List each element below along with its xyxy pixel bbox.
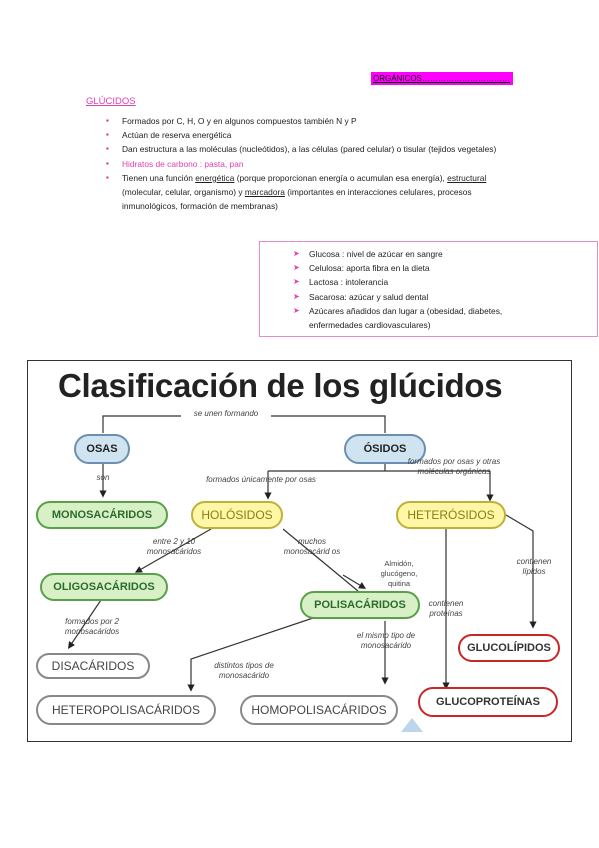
node-osidos: ÓSIDOS xyxy=(344,434,426,464)
text-segment: (molecular, celular, organismo) y xyxy=(122,187,245,198)
node-holosidos: HOLÓSIDOS xyxy=(191,501,283,529)
node-heterosidos: HETERÓSIDOS xyxy=(396,501,506,529)
label-formados-otras: formados por osas y otras moléculas orgá… xyxy=(407,457,501,476)
label-contienen-proteinas: contienen proteínas xyxy=(428,599,464,618)
label-ejemplos: Almidón, glucógeno, quitina xyxy=(380,559,418,588)
list-item: Glucosa : nivel de azúcar en sangre xyxy=(293,247,553,261)
node-disacaridos: DISACÁRIDOS xyxy=(36,653,150,679)
label-son: son xyxy=(96,473,110,482)
node-polisacaridos: POLISACÁRIDOS xyxy=(300,591,420,619)
list-item: Azúcares añadidos dan lugar a (obesidad,… xyxy=(293,304,553,332)
header-highlight: ORGÁNICOS…………………………… xyxy=(371,72,513,85)
keyword: estructural xyxy=(447,172,487,183)
diagram-title: Clasificación de los glúcidos xyxy=(58,367,503,404)
section-title: GLÚCIDOS xyxy=(86,96,136,107)
label-muchos: muchos monosacárid os xyxy=(283,537,341,556)
label-formados-osas: formados únicamente por osas xyxy=(206,475,316,484)
text-segment: (porque proporcionan energía o acumulan … xyxy=(234,172,448,183)
node-osas: OSAS xyxy=(74,434,130,464)
node-homopolisacaridos: HOMOPOLISACÁRIDOS xyxy=(240,695,398,725)
keyword: energética xyxy=(195,172,235,183)
examples-list: Glucosa : nivel de azúcar en sangre Celu… xyxy=(293,247,553,332)
node-heteropolisacaridos: HETEROPOLISACÁRIDOS xyxy=(36,695,216,725)
list-item: Celulosa: aporta fibra en la dieta xyxy=(293,261,553,275)
label-contienen-lipidos: contienen lípidos xyxy=(516,557,552,576)
label-se-unen: se unen formando xyxy=(181,409,271,419)
list-item: Lactosa : intolerancia xyxy=(293,275,553,289)
keyword: marcadora xyxy=(244,187,285,198)
node-glucoproteinas: GLUCOPROTEÍNAS xyxy=(418,687,558,717)
node-monosacaridos: MONOSACÁRIDOS xyxy=(36,501,168,529)
text-segment: (importantes en interacciones celulares,… xyxy=(122,187,472,212)
list-item: Dan estructura a las moléculas (nucleóti… xyxy=(106,142,526,156)
classification-diagram: Clasificación de los glúcidos OSAS ÓSIDO… xyxy=(27,360,572,742)
list-item-function: Tienen una función energética (porque pr… xyxy=(106,171,526,214)
label-formados-por-2: formados por 2 monosacáridos xyxy=(64,617,120,636)
list-item: Formados por C, H, O y en algunos compue… xyxy=(106,114,526,128)
label-entre-2-10: entre 2 y 10 monosacáridos xyxy=(146,537,202,556)
text-segment: Tienen una función xyxy=(122,172,196,183)
examples-box xyxy=(259,241,598,337)
list-item: Hidratos de carbono : pasta, pan xyxy=(106,157,526,171)
corner-triangle-icon xyxy=(401,718,423,732)
label-distintos-tipos: distintos tipos de monosacárido xyxy=(214,661,274,680)
node-glucolipidos: GLUCOLÍPIDOS xyxy=(458,634,560,662)
list-item: Actúan de reserva energética xyxy=(106,128,526,142)
label-mismo-tipo: el mismo tipo de monosacárido xyxy=(356,631,416,650)
node-oligosacaridos: OLIGOSACÁRIDOS xyxy=(40,573,168,601)
properties-list: Formados por C, H, O y en algunos compue… xyxy=(106,114,526,213)
list-item: Sacarosa: azúcar y salud dental xyxy=(293,290,553,304)
